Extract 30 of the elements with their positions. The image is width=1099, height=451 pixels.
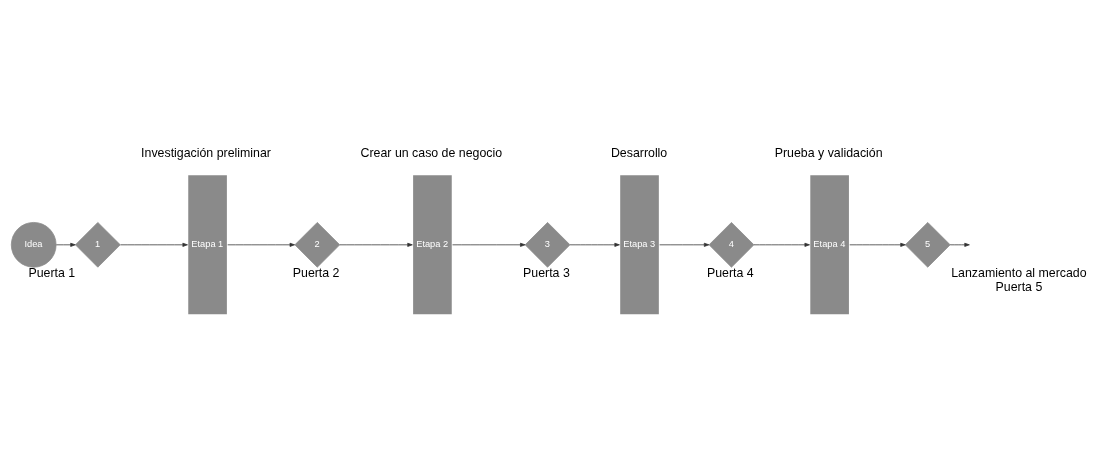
arrow (659, 242, 710, 247)
arrow (569, 242, 620, 247)
node-label: Puerta 5 (995, 280, 1043, 295)
arrow (339, 242, 413, 247)
arrow (452, 242, 526, 247)
node-label: Investigación preliminar (141, 146, 271, 161)
node-diamond: 1 (75, 222, 121, 268)
node-diamond: 3 (524, 222, 571, 268)
node-box: Etapa 3 (620, 175, 659, 315)
arrow (949, 242, 970, 247)
node-label: Puerta 1 (28, 266, 76, 281)
node-label: Crear un caso de negocio (360, 146, 503, 161)
node-diamond: 2 (294, 222, 341, 268)
node-box: Etapa 2 (413, 175, 452, 315)
node-box: Etapa 1 (188, 175, 227, 315)
node-label: Puerta 4 (706, 266, 754, 281)
arrow (753, 242, 810, 247)
node-label: Lanzamiento al mercado (951, 266, 1087, 281)
arrow (56, 242, 76, 247)
node-label: Puerta 2 (292, 266, 340, 281)
node-diamond: 4 (708, 222, 755, 268)
arrow (849, 242, 906, 247)
node-box: Etapa 4 (810, 175, 849, 315)
node-label: Puerta 3 (523, 266, 570, 281)
node-label: Desarrollo (610, 146, 668, 161)
arrow (227, 242, 295, 247)
arrow (120, 242, 188, 247)
node-label: Prueba y validación (774, 146, 883, 161)
node-circle: Idea (10, 222, 57, 268)
node-diamond: 5 (904, 222, 951, 268)
